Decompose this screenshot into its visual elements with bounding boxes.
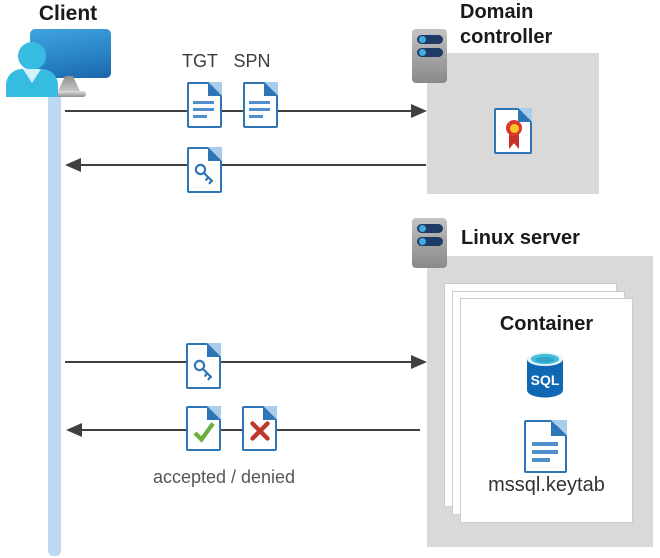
domain-controller-label: Domain controller [460,1,553,48]
key-ticket-icon [187,147,222,193]
arrowhead-left-icon [65,158,81,172]
folded-corner-icon [208,82,222,96]
keytab-document-icon [524,420,567,473]
container-label: Container [499,313,594,335]
spn-document-icon [243,82,278,128]
ribbon-tail [509,134,519,149]
arrow-client-to-container [65,361,412,363]
client-label: Client [38,2,98,25]
folded-corner-icon [263,406,277,420]
server-led-icon [419,36,426,43]
certificate-icon [494,108,532,154]
key-glyph-icon [193,359,213,381]
sql-badge-text: SQL [531,372,560,388]
arrowhead-left-icon [66,423,82,437]
check-icon [193,422,215,443]
arrowhead-right-icon [411,355,427,369]
document-text-lines [249,101,270,118]
document-text-lines [193,101,214,118]
folded-corner-icon [208,147,222,161]
tgt-label: TGT [182,51,218,71]
arrow-domain-controller-to-client [81,164,426,166]
person-collar [23,69,41,83]
folded-corner-icon [551,420,567,436]
folded-corner-icon [207,343,221,357]
linux-server-label: Linux server [461,227,580,249]
arrowhead-right-icon [411,104,427,118]
container-paper-front [460,298,633,523]
folded-corner-icon [518,108,532,122]
server-led-icon [419,238,426,245]
cross-icon [250,421,270,441]
client-lifeline [48,92,61,556]
tgt-document-icon [187,82,222,128]
accepted-document-icon [186,406,221,451]
folded-corner-icon [207,406,221,420]
server-led-icon [419,225,426,232]
ribbon-seal-center [509,123,519,133]
document-text-lines [532,442,558,462]
server-led-icon [419,49,426,56]
person-icon [18,42,46,70]
key-glyph-icon [194,163,214,185]
monitor-base [50,91,86,97]
spn-label: SPN [233,51,271,71]
keytab-label: mssql.keytab [488,474,605,496]
accepted-denied-label: accepted / denied [152,467,296,487]
denied-document-icon [242,406,277,451]
domain-controller-server-icon [412,29,447,83]
key-ticket-icon [186,343,221,389]
folded-corner-icon [264,82,278,96]
linux-server-icon [412,218,447,268]
sql-database-icon: SQL [527,352,563,398]
arrow-client-to-domain-controller [65,110,412,112]
